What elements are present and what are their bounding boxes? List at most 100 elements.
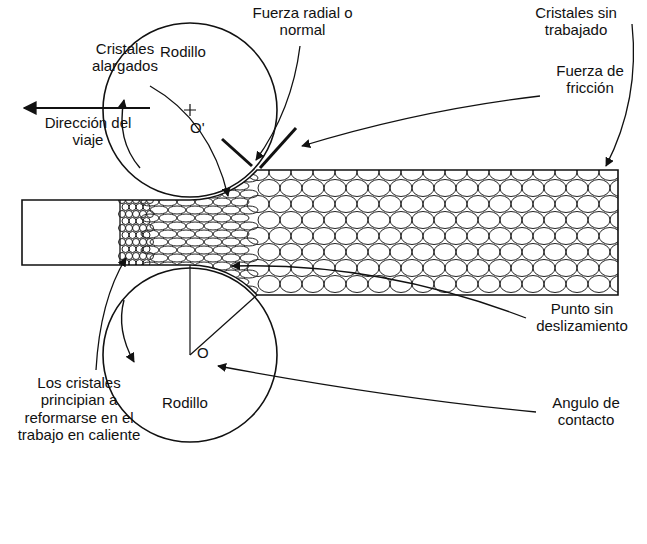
grain (346, 180, 368, 197)
grain (357, 196, 379, 213)
grain (177, 214, 195, 222)
roller-name: Rodillo (162, 395, 208, 412)
grain (379, 260, 401, 277)
grain (566, 244, 588, 261)
grain (456, 244, 478, 261)
center-label: O (197, 345, 209, 362)
grain (445, 260, 467, 277)
grain (231, 198, 249, 206)
travel-arrow (24, 107, 150, 109)
grain (434, 180, 456, 197)
grain (150, 174, 168, 182)
grain (555, 260, 577, 277)
grain (467, 164, 489, 181)
grain (500, 212, 522, 229)
grain (195, 182, 213, 190)
grain (222, 254, 240, 262)
grain (269, 196, 291, 213)
grain (269, 260, 291, 277)
grain (489, 228, 511, 245)
grain (335, 260, 357, 277)
grain (401, 196, 423, 213)
grain (434, 212, 456, 229)
grain (445, 164, 467, 181)
grain (126, 253, 133, 260)
grain (141, 166, 159, 174)
grain (231, 166, 249, 174)
grain (231, 214, 249, 222)
grain (489, 196, 511, 213)
grain (143, 204, 150, 211)
grain (133, 239, 140, 246)
grain (456, 212, 478, 229)
grain (588, 276, 610, 293)
grain (533, 196, 555, 213)
grain (231, 246, 249, 254)
grain (566, 180, 588, 197)
grain (186, 206, 204, 214)
grain (390, 244, 412, 261)
friction-force (260, 128, 296, 168)
grain (258, 212, 280, 229)
grain (222, 286, 240, 294)
grain (136, 204, 143, 211)
grain (133, 225, 140, 232)
grain (204, 286, 222, 294)
radial-force (222, 139, 252, 166)
grain (143, 232, 150, 239)
grain (566, 276, 588, 293)
grain (467, 228, 489, 245)
grain (280, 244, 302, 261)
grain (269, 164, 291, 181)
grain (222, 206, 240, 214)
grain (159, 246, 177, 254)
grain (588, 180, 610, 197)
grain (195, 278, 213, 286)
grain (324, 180, 346, 197)
grain (412, 212, 434, 229)
grain (423, 164, 445, 181)
grain (150, 206, 168, 214)
grain (390, 212, 412, 229)
grain (368, 244, 390, 261)
grain (177, 182, 195, 190)
grain (136, 218, 143, 225)
grain (204, 174, 222, 182)
grain (213, 198, 231, 206)
grain (291, 164, 313, 181)
grain (610, 244, 632, 261)
grain (313, 196, 335, 213)
grain (544, 244, 566, 261)
leader-line (218, 366, 536, 412)
grain (357, 228, 379, 245)
rotation-arrow (122, 100, 140, 168)
contact-radius (189, 265, 190, 355)
grain (222, 222, 240, 230)
grain (500, 180, 522, 197)
grain (357, 164, 379, 181)
grain (140, 225, 147, 232)
grain (324, 244, 346, 261)
grain (610, 276, 632, 293)
grain (143, 218, 150, 225)
grain (258, 180, 280, 197)
grain (511, 228, 533, 245)
grain (313, 228, 335, 245)
grain (129, 246, 136, 253)
grain (368, 212, 390, 229)
grain (478, 244, 500, 261)
grain (129, 204, 136, 211)
grain (434, 244, 456, 261)
grain (136, 232, 143, 239)
grain (555, 228, 577, 245)
callout-label: Cristales alargados (70, 40, 180, 75)
grain (291, 196, 313, 213)
leader-line (96, 258, 126, 370)
center-label: O' (190, 120, 205, 137)
grain (566, 212, 588, 229)
grain (302, 212, 324, 229)
grain (177, 246, 195, 254)
grain (456, 180, 478, 197)
grain (335, 228, 357, 245)
